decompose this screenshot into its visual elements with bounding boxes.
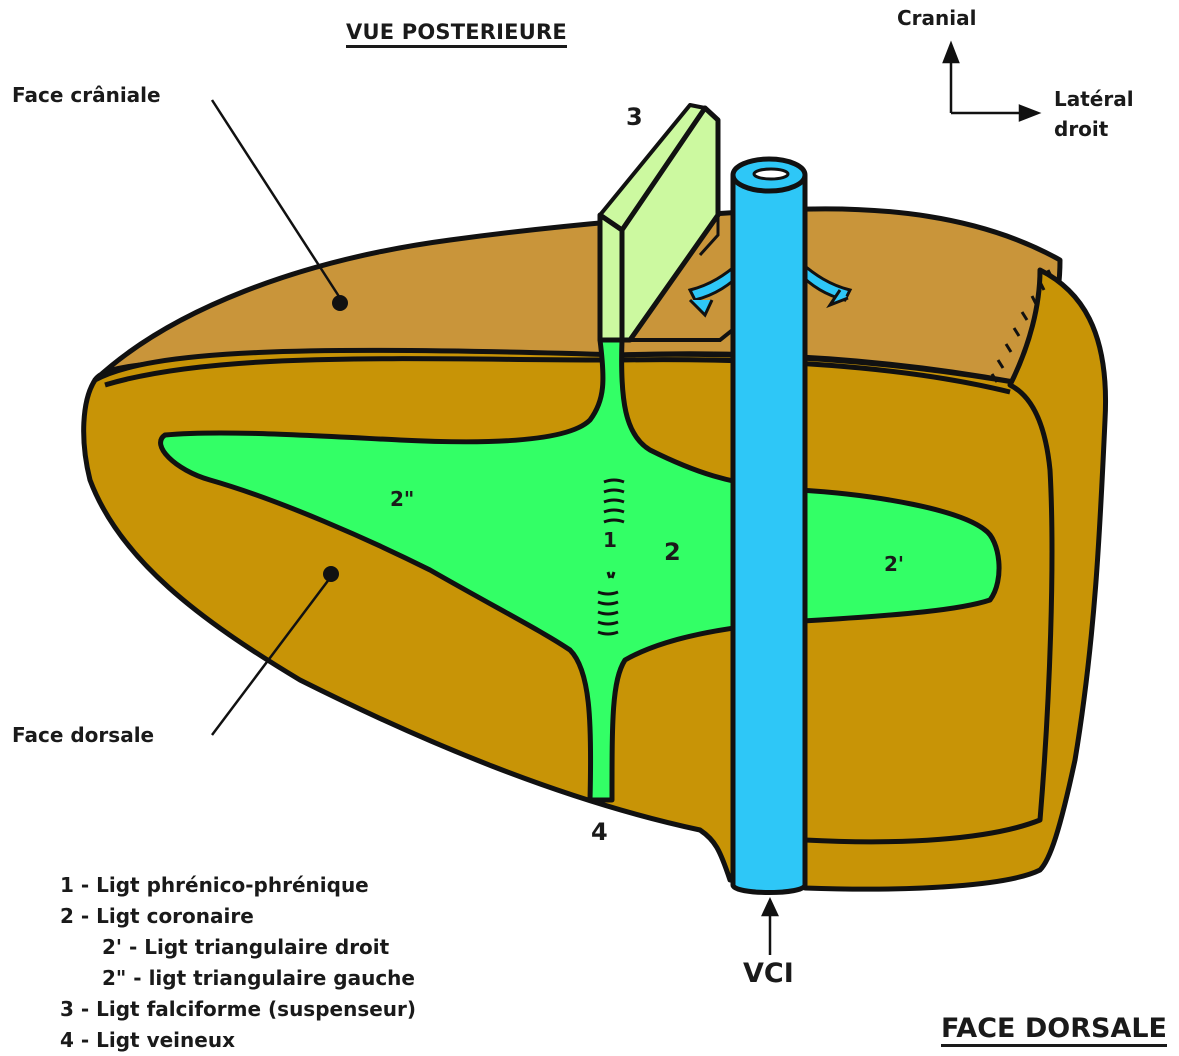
vena-cava: [733, 159, 805, 893]
vci-arrow: [763, 900, 777, 955]
label-4: 4: [591, 818, 608, 846]
legend-item-2: 2 - Ligt coronaire: [60, 901, 416, 932]
droit-label: droit: [1054, 117, 1108, 141]
legend-item-3: 3 - Ligt falciforme (suspenseur): [60, 994, 416, 1025]
legend-item-2pp: 2" - ligt triangulaire gauche: [60, 963, 416, 994]
face-craniale-label: Face crâniale: [12, 83, 161, 107]
legend-item-4: 4 - Ligt veineux: [60, 1025, 416, 1056]
orientation-arrows: [944, 44, 1038, 120]
label-2: 2: [664, 538, 681, 566]
legend: 1 - Ligt phrénico-phrénique 2 - Ligt cor…: [60, 870, 416, 1056]
label-2pp: 2": [390, 487, 414, 511]
lateral-label: Latéral: [1054, 87, 1134, 111]
cranial-face-dot: [332, 295, 348, 311]
label-2p: 2': [884, 552, 904, 576]
face-title: FACE DORSALE: [941, 1014, 1167, 1047]
vci-label: VCI: [743, 958, 794, 989]
legend-item-2p: 2' - Ligt triangulaire droit: [60, 932, 416, 963]
dorsal-face-dot: [323, 566, 339, 582]
label-1: 1: [603, 528, 617, 552]
legend-item-1: 1 - Ligt phrénico-phrénique: [60, 870, 416, 901]
view-title: VUE POSTERIEURE: [346, 20, 567, 48]
cranial-label: Cranial: [897, 6, 976, 30]
label-3: 3: [626, 103, 643, 131]
face-dorsale-label: Face dorsale: [12, 723, 154, 747]
